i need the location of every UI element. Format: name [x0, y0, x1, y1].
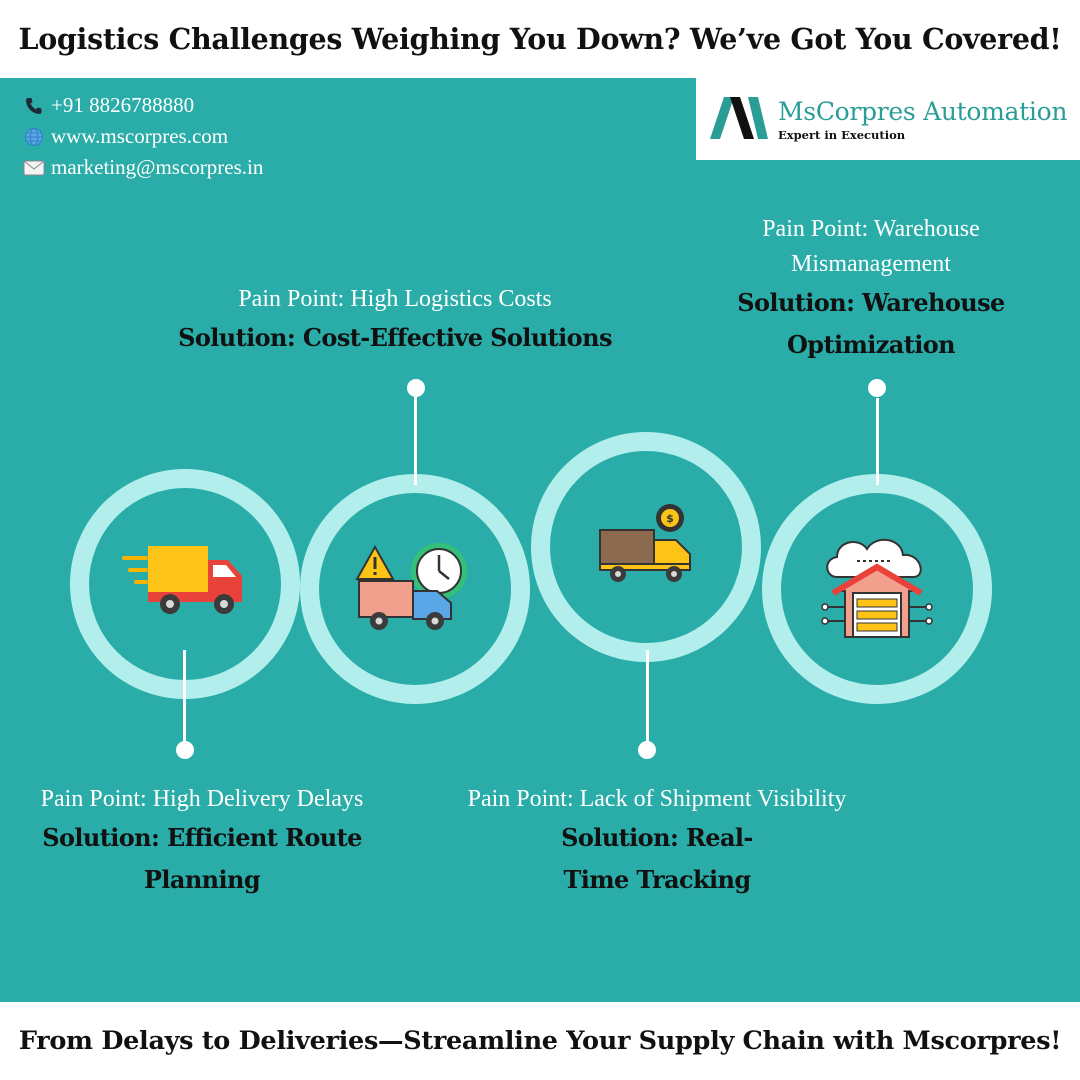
- delivery-truck-icon: [120, 542, 250, 626]
- step-3-connector: [646, 650, 649, 750]
- step-4-solution: Solution: Warehouse Optimization: [737, 288, 1005, 359]
- step-2-caption: Pain Point: High Logistics Costs Solutio…: [170, 282, 620, 359]
- contact-phone[interactable]: +91 8826788880: [22, 90, 263, 121]
- page-title: Logistics Challenges Weighing You Down? …: [18, 22, 1062, 56]
- step-4-connector: [876, 398, 879, 485]
- footer-tagline: From Delays to Deliveries—Streamline You…: [18, 1026, 1062, 1056]
- step-4-pain: Pain Point: Warehouse Mismanagement: [762, 216, 980, 277]
- globe-icon: [22, 127, 46, 147]
- truck-warning-clock-icon: [355, 539, 475, 639]
- brand-name: MsCorpres Automation: [778, 96, 1068, 126]
- phone-icon: [22, 96, 46, 116]
- step-4-dot: [868, 379, 886, 397]
- step-1-solution: Solution: Efficient Route Planning: [42, 823, 362, 894]
- email-text: marketing@mscorpres.in: [51, 155, 264, 179]
- contact-email[interactable]: marketing@mscorpres.in: [22, 152, 263, 183]
- step-4-caption: Pain Point: Warehouse Mismanagement Solu…: [700, 212, 1042, 366]
- step-3-solution: Solution: Real-Time Tracking: [561, 823, 753, 894]
- cloud-warehouse-icon: [817, 527, 937, 651]
- brand-tagline: Expert in Execution: [778, 127, 906, 142]
- bottom-banner: From Delays to Deliveries—Streamline You…: [0, 1002, 1080, 1080]
- step-2-ring: [300, 474, 530, 704]
- step-3-dot: [638, 741, 656, 759]
- step-1-caption: Pain Point: High Delivery Delays Solutio…: [10, 782, 394, 901]
- step-1-pain: Pain Point: High Delivery Delays: [40, 786, 364, 812]
- truck-dollar-gear-icon: $: [596, 500, 696, 594]
- phone-text: +91 8826788880: [51, 93, 195, 117]
- step-3-caption: Pain Point: Lack of Shipment Visibility …: [432, 782, 882, 901]
- top-banner: Logistics Challenges Weighing You Down? …: [0, 0, 1080, 78]
- step-3-pain: Pain Point: Lack of Shipment Visibility: [467, 786, 847, 812]
- contact-website[interactable]: www.mscorpres.com: [22, 121, 263, 152]
- step-1-connector: [183, 650, 186, 750]
- step-2-connector: [414, 390, 417, 485]
- envelope-icon: [22, 158, 46, 178]
- brand-logo-icon: [708, 93, 770, 145]
- step-2-pain: Pain Point: High Logistics Costs: [238, 286, 552, 312]
- svg-text:$: $: [666, 512, 674, 525]
- step-2-dot: [407, 379, 425, 397]
- contact-info: +91 8826788880 www.mscorpres.com marketi…: [22, 90, 263, 183]
- step-1-dot: [176, 741, 194, 759]
- brand-logo-box: MsCorpres Automation Expert in Execution: [696, 78, 1080, 160]
- website-text: www.mscorpres.com: [51, 124, 229, 148]
- step-3-ring: $: [531, 432, 761, 662]
- step-2-solution: Solution: Cost-Effective Solutions: [178, 323, 612, 352]
- step-4-ring: [762, 474, 992, 704]
